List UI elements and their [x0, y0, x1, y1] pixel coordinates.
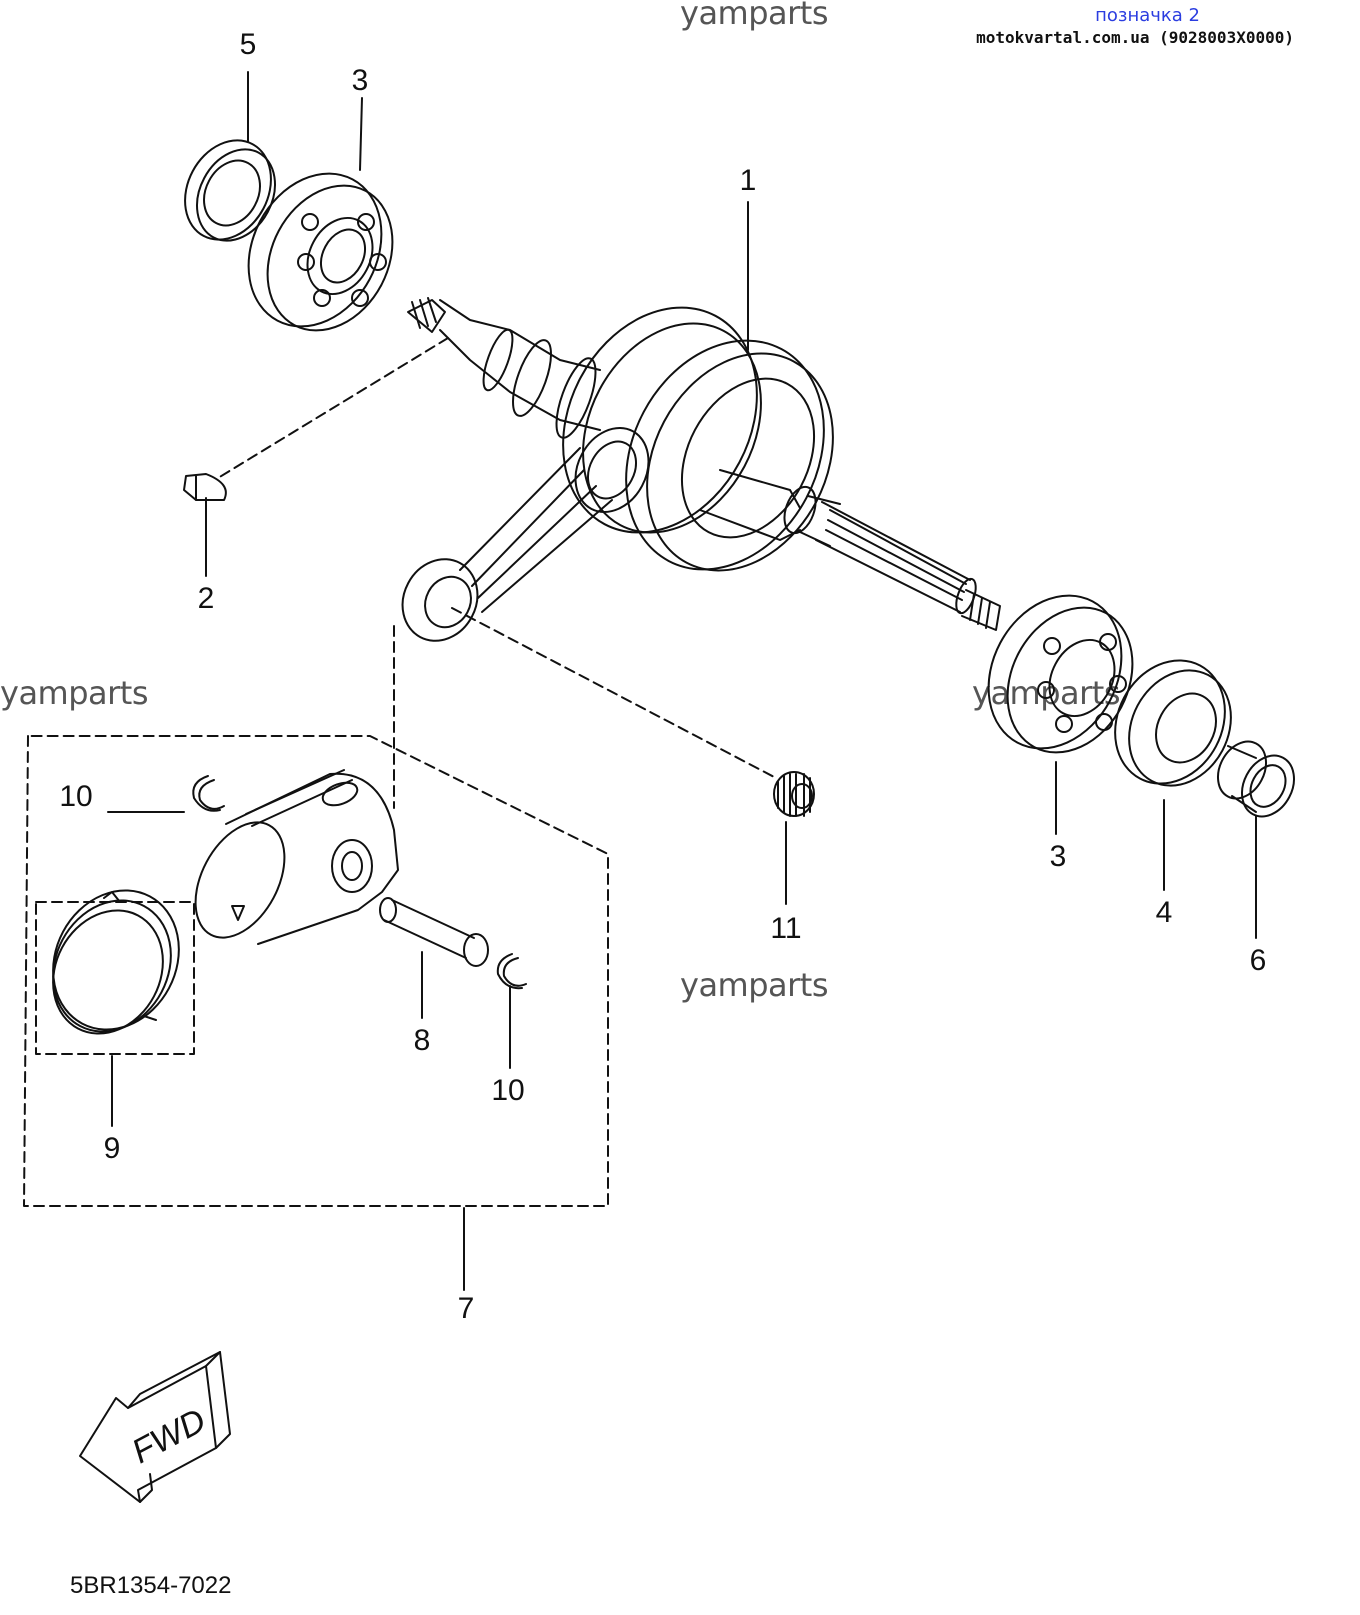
callout-9: 9	[104, 1132, 121, 1165]
callout-10-bottom: 10	[491, 1074, 524, 1107]
piston	[194, 769, 399, 945]
bookmark-label[interactable]: позначка 2	[1095, 5, 1200, 26]
watermark-left: yamparts	[0, 674, 149, 712]
callout-11: 11	[770, 912, 801, 945]
piston-pin-part-8	[379, 897, 489, 967]
bearing-part-3-top	[247, 172, 394, 332]
callout-8: 8	[414, 1024, 431, 1057]
fwd-arrow-icon	[79, 1351, 231, 1503]
bearing-part-3-right	[987, 594, 1134, 754]
callout-7: 7	[458, 1292, 475, 1325]
piston-clip-part-10-bottom	[496, 953, 527, 990]
watermark-top: yamparts	[680, 0, 829, 32]
oil-seal-part-4	[1114, 659, 1232, 787]
source-caption: motokvartal.com.ua (9028003X0000)	[976, 28, 1294, 47]
collar-part-6	[1217, 740, 1295, 818]
piston-clip-part-10-top	[192, 775, 225, 812]
crankshaft-part-1	[407, 297, 1001, 631]
callout-3-right: 3	[1050, 840, 1067, 873]
watermark-bottom: yamparts	[680, 966, 829, 1004]
callout-5: 5	[240, 28, 257, 61]
oil-seal-part-5	[184, 139, 276, 242]
woodruff-key-part-2	[183, 473, 227, 501]
connecting-rod	[401, 426, 650, 642]
fwd-label: FWD	[126, 1401, 212, 1471]
piston-rings-part-9	[52, 889, 180, 1035]
callout-10-top: 10	[59, 780, 92, 813]
watermark-right: yamparts	[972, 674, 1121, 712]
callout-1: 1	[740, 164, 757, 197]
guide-lines	[23, 337, 777, 1207]
callout-2: 2	[198, 582, 215, 615]
diagram-code: 5BR1354-7022	[70, 1572, 232, 1599]
needle-bearing-part-11	[773, 771, 815, 817]
leader-lines	[107, 71, 1257, 1291]
callout-6: 6	[1250, 944, 1267, 977]
callout-4: 4	[1156, 896, 1173, 929]
callout-3-top: 3	[352, 64, 369, 97]
